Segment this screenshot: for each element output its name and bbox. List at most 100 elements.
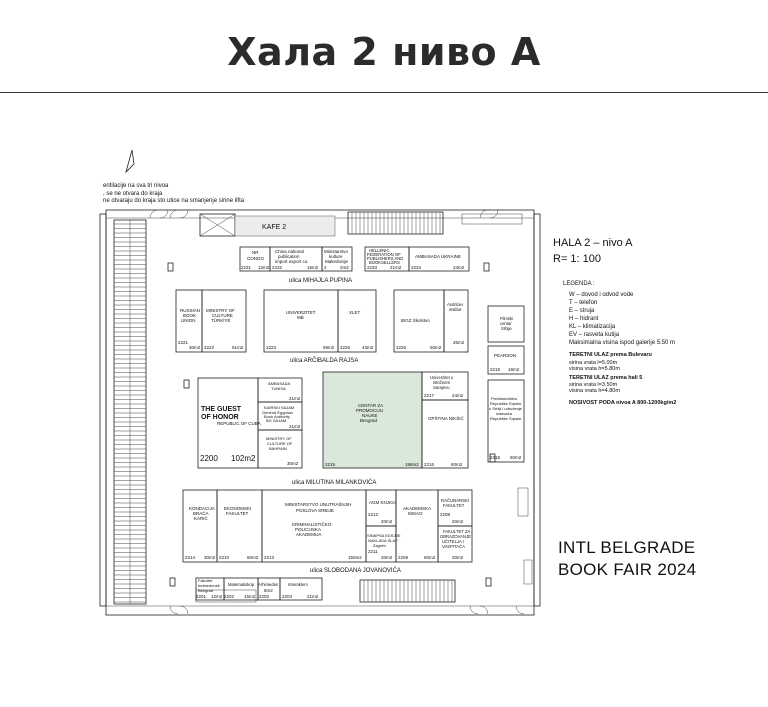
- top-stairs: [347, 211, 523, 235]
- svg-text:FAKULTET: FAKULTET: [443, 503, 465, 508]
- svg-text:Makedonije: Makedonije: [325, 259, 349, 264]
- svg-text:30m2: 30m2: [189, 345, 201, 350]
- svg-text:POLICIJSKA: POLICIJSKA: [295, 527, 321, 532]
- svg-text:24m2: 24m2: [452, 393, 464, 398]
- svg-text:20m2: 20m2: [381, 519, 393, 524]
- svg-text:EV – rasveta kutija: EV – rasveta kutija: [569, 332, 620, 338]
- svg-text:T – telefon: T – telefon: [569, 300, 597, 306]
- svg-text:EKONOMSKI: EKONOMSKI: [224, 506, 251, 511]
- svg-text:2m2: 2m2: [340, 265, 349, 270]
- svg-text:W – dovod i odvod vode: W – dovod i odvod vode: [569, 292, 634, 298]
- hall-walls: [99, 209, 541, 616]
- svg-text:2231: 2231: [241, 265, 252, 270]
- booth-row-2: RUSSIAN BOOK UNION 2221 30m2 MINISTRY OF…: [175, 289, 525, 375]
- svg-text:TUNISA: TUNISA: [271, 386, 286, 391]
- science-center-highlight: [322, 371, 423, 469]
- svg-text:2201: 2201: [196, 594, 207, 599]
- svg-text:Istočnom: Istočnom: [433, 380, 451, 385]
- svg-text:CULTURE: CULTURE: [212, 313, 233, 318]
- svg-text:AKADEMSKA: AKADEMSKA: [403, 506, 431, 511]
- svg-text:BRAĆA: BRAĆA: [193, 510, 209, 516]
- svg-text:51m2: 51m2: [232, 345, 244, 350]
- svg-text:centar: centar: [500, 321, 512, 326]
- hall-scale: R= 1: 100: [553, 253, 601, 265]
- svg-text:TERETNI ULAZ prema Bulevaru: TERETNI ULAZ prema Bulevaru: [569, 352, 652, 358]
- booth-row-5: Fakultet bezbednosti Beograd 2201 12m2 M…: [195, 577, 323, 601]
- svg-text:TERETNI ULAZ prema hali 5: TERETNI ULAZ prema hali 5: [569, 375, 642, 381]
- svg-text:Republike Srpske: Republike Srpske: [490, 416, 522, 421]
- svg-text:institut: institut: [449, 307, 462, 312]
- kafe-label: KAFE 2: [262, 224, 286, 231]
- svg-text:Fakultet: Fakultet: [198, 578, 213, 583]
- svg-text:2223: 2223: [266, 345, 277, 350]
- svg-text:BG SAJAM: BG SAJAM: [266, 418, 286, 423]
- svg-text:18m2: 18m2: [508, 367, 520, 372]
- svg-text:24m2: 24m2: [453, 265, 465, 270]
- svg-text:sirina vrata l=3.50m: sirina vrata l=3.50m: [569, 382, 618, 388]
- fair-label-line-2: BOOK FAIR 2024: [558, 560, 697, 579]
- svg-text:150m2: 150m2: [348, 555, 362, 560]
- svg-text:2222: 2222: [204, 345, 215, 350]
- svg-text:E – struja: E – struja: [569, 308, 595, 314]
- svg-text:Zagreb: Zagreb: [373, 543, 386, 548]
- svg-text:2200: 2200: [200, 454, 218, 463]
- svg-text:visina vrata h=4.80m: visina vrata h=4.80m: [569, 388, 620, 394]
- svg-text:AMBASADA: AMBASADA: [268, 381, 291, 386]
- svg-text:HELLENIC: HELLENIC: [369, 248, 389, 253]
- booth-row-1: NR CONGO 2231 12m2 China national public…: [239, 246, 470, 272]
- hall-name: HALA 2 – nivo A: [553, 237, 633, 249]
- svg-text:30m2: 30m2: [287, 461, 299, 466]
- title-divider: [0, 92, 768, 93]
- svg-text:Interaktem: Interaktem: [288, 582, 308, 587]
- svg-text:69m2: 69m2: [323, 345, 335, 350]
- fair-label-line-1: INTL BELGRADE: [558, 538, 696, 557]
- svg-text:CONGO: CONGO: [247, 256, 265, 261]
- svg-text:2203: 2203: [259, 594, 270, 599]
- svg-text:XLET: XLET: [349, 310, 361, 315]
- svg-text:UNIVERZITET: UNIVERZITET: [286, 310, 316, 315]
- svg-text:bezbednosti: bezbednosti: [198, 583, 220, 588]
- svg-text:RUSSIAN: RUSSIAN: [180, 308, 200, 313]
- svg-text:BOOKSELLERS: BOOKSELLERS: [369, 260, 400, 265]
- note-1: entilacije na sva tri nivoa: [103, 183, 169, 189]
- svg-text:izdavača: izdavača: [496, 411, 513, 416]
- svg-text:21m2: 21m2: [289, 396, 301, 401]
- svg-text:RAČUNARSKI: RAČUNARSKI: [441, 498, 469, 503]
- svg-text:Andrićev: Andrićev: [447, 302, 464, 307]
- svg-text:KRIMINALISTIČKO-: KRIMINALISTIČKO-: [292, 521, 333, 527]
- svg-text:60m2: 60m2: [424, 555, 436, 560]
- svg-text:60m2: 60m2: [247, 555, 259, 560]
- svg-text:H – hidrant: H – hidrant: [569, 316, 599, 322]
- svg-text:21m2: 21m2: [390, 265, 402, 270]
- svg-text:2202: 2202: [224, 594, 235, 599]
- svg-text:UNION: UNION: [181, 318, 196, 323]
- svg-text:Maksimalna visina ispod galeri: Maksimalna visina ispod galerije 5.50 m: [569, 340, 675, 346]
- svg-text:FAKULTET ZA: FAKULTET ZA: [443, 529, 471, 534]
- svg-text:2210: 2210: [219, 555, 230, 560]
- svg-text:2213: 2213: [264, 555, 275, 560]
- svg-text:196m2: 196m2: [405, 462, 419, 467]
- svg-text:Univerzitet u: Univerzitet u: [430, 375, 454, 380]
- svg-text:PEARSON: PEARSON: [494, 353, 516, 358]
- svg-text:kulture: kulture: [329, 254, 343, 259]
- svg-text:Matematiskop: Matematiskop: [228, 582, 255, 587]
- svg-text:AKADEMIJA: AKADEMIJA: [296, 532, 322, 537]
- svg-text:CULTURE OF: CULTURE OF: [267, 441, 293, 446]
- svg-text:2208: 2208: [440, 512, 451, 517]
- svg-text:15m2: 15m2: [244, 594, 256, 599]
- svg-text:PUBLISHERS AND: PUBLISHERS AND: [367, 256, 403, 261]
- svg-text:BAHRAIN: BAHRAIN: [269, 446, 287, 451]
- svg-text:BOOK: BOOK: [183, 313, 196, 318]
- svg-text:OBRAZOVANJE: OBRAZOVANJE: [440, 534, 471, 539]
- svg-text:2211: 2211: [368, 549, 378, 554]
- svg-text:16m2: 16m2: [307, 265, 319, 270]
- svg-text:OF HONOR: OF HONOR: [201, 414, 239, 421]
- booth-row-3: THE GUEST OF HONOR REPUBLIC OF CUBA 2200…: [197, 371, 525, 469]
- svg-text:2219: 2219: [490, 367, 501, 372]
- svg-text:2209: 2209: [398, 555, 409, 560]
- svg-text:UČITELJA I: UČITELJA I: [442, 539, 464, 544]
- svg-text:REPUBLIC OF CUBA: REPUBLIC OF CUBA: [217, 421, 261, 426]
- svg-text:NR: NR: [252, 250, 259, 255]
- booth-row-4: KONDACIJA BRAĆA KARIĆ 2214 30m2 EKONOMSK…: [182, 489, 473, 563]
- svg-text:THE GUEST: THE GUEST: [201, 406, 242, 413]
